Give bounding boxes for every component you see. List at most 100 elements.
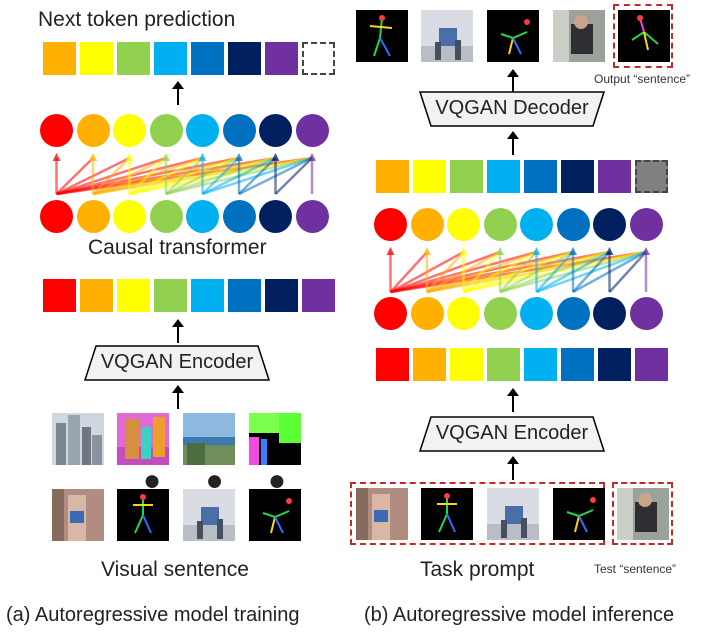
attention-arrowhead [89,153,97,161]
vqgan-decoder-block: VQGAN Decoder [419,91,605,127]
embedding-circle [447,208,480,241]
attention-arrowhead [198,153,207,161]
attention-arrowhead [308,153,316,161]
token [191,42,224,75]
visual-sentence-label: Visual sentence [101,558,249,581]
token [43,279,76,312]
output-highlight-box [613,4,673,68]
causal-transformer-label: Causal transformer [88,236,267,259]
attention-arrowhead [125,153,134,161]
token [43,42,76,75]
pose-skeleton-image [249,489,301,541]
causal-attention-arrows [52,153,316,196]
output-sentence-label: Output “sentence” [594,72,691,86]
up-arrow [172,319,184,343]
attention-arrow [608,251,647,293]
pose-skeleton-output-image [618,10,670,62]
vqgan-encoder-label: VQGAN Encoder [100,351,254,373]
causal-attention-arrows [386,247,650,294]
segmentation-image [249,413,301,465]
embedding-circle [447,297,480,330]
person-test-image [617,488,669,540]
person-image [487,488,539,540]
attention-arrow [128,157,167,195]
token [635,348,668,381]
token [302,279,335,312]
attention-arrow [165,157,204,195]
embedding-circle [556,208,590,241]
embedding-circle [149,114,183,147]
vqgan-encoder-label: VQGAN Encoder [435,422,589,444]
coast-image [183,413,235,465]
token [450,160,483,193]
token [524,348,557,381]
attention-arrow [499,251,538,293]
token [561,160,594,193]
embedding-circle [483,208,517,241]
city-image [52,413,104,465]
embedding-circle [629,208,663,241]
up-arrow [172,81,184,105]
caption-a: (a) Autoregressive model training [6,604,300,626]
attention-arrow [426,251,465,293]
embedding-circle [186,200,219,233]
embedding-circle [593,297,626,330]
embedding-circle [259,114,292,147]
embedding-circle [593,208,626,241]
attention-arrowhead [271,153,280,161]
attention-arrowhead [642,247,650,255]
attention-arrowhead [605,247,614,255]
input-token-row [376,348,668,381]
pose-skeleton-image [117,489,169,541]
next-token-title: Next token prediction [38,8,236,31]
attention-arrowhead [423,247,431,255]
predicted-token-row [43,42,335,75]
token [450,348,483,381]
token [561,348,594,381]
attention-arrow [535,251,574,293]
token [228,42,261,75]
input-embedding-row [40,200,329,233]
person-image [52,489,104,541]
next-token-placeholder [302,42,335,75]
pose-skeleton-image [553,488,605,540]
embedding-circle [295,200,329,233]
attention-arrow [462,251,501,293]
vqgan-encoder-block: VQGAN Encoder [419,416,605,452]
attention-arrowhead [235,153,243,161]
attention-arrow [201,157,240,195]
token [191,279,224,312]
token [376,160,409,193]
token [265,42,298,75]
attention-arrowhead [496,247,504,255]
attention-arrowhead [569,247,577,255]
test-sentence-box [612,482,673,545]
embedding-circle [113,200,146,233]
test-sentence-label: Test “sentence” [594,562,677,576]
up-arrow [507,131,519,155]
embedding-circle [76,200,110,233]
person-image [421,10,473,62]
token [413,348,446,381]
token [154,279,187,312]
embedding-circle [374,208,407,241]
caption-b: (b) Autoregressive model inference [364,604,675,626]
embedding-circle [40,200,73,233]
embedding-circle [483,297,517,330]
embedding-circle [222,114,256,147]
pose-skeleton-image [487,10,539,62]
embedding-circle [520,297,553,330]
token [376,348,409,381]
token [413,160,446,193]
attention-arrowhead [459,247,468,255]
pose-skeleton-image [356,10,408,62]
attention-arrow [238,157,277,195]
generated-token [635,160,668,193]
input-embedding-row [374,297,663,330]
embedding-circle [149,200,183,233]
output-embedding-row [374,208,663,241]
generated-token-row [376,160,668,193]
up-arrow [507,388,519,412]
embedding-circle [40,114,73,147]
up-arrow [507,69,519,93]
